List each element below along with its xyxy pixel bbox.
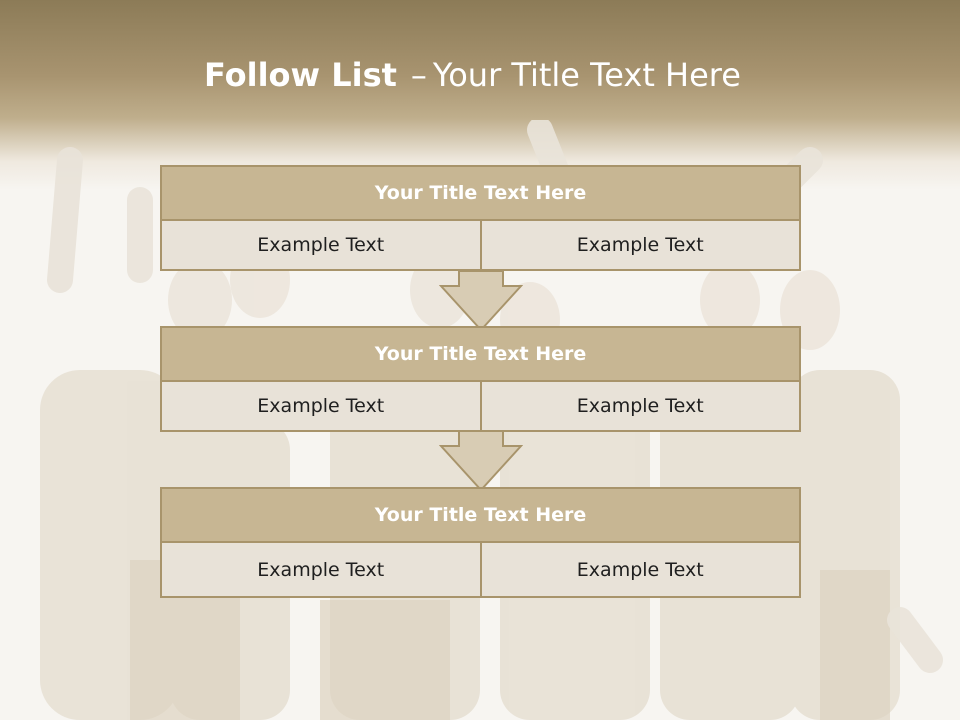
follow-block-3: Your Title Text Here Example Text Exampl… (160, 487, 801, 598)
title-bold-part: Follow List (204, 56, 397, 94)
block-left-cell: Example Text (160, 543, 482, 598)
block-right-cell: Example Text (481, 543, 801, 598)
block-left-cell: Example Text (160, 382, 482, 432)
follow-block-1: Your Title Text Here Example Text Exampl… (160, 165, 801, 271)
title-separator: – (410, 56, 427, 94)
title-rest: Your Title Text Here (432, 56, 741, 94)
down-arrow-icon (439, 270, 523, 332)
down-arrow-icon (439, 430, 523, 492)
block-title: Your Title Text Here (160, 165, 801, 221)
block-title: Your Title Text Here (160, 487, 801, 543)
block-row: Example Text Example Text (160, 221, 801, 271)
block-left-cell: Example Text (160, 221, 482, 271)
block-title: Your Title Text Here (160, 326, 801, 382)
follow-block-2: Your Title Text Here Example Text Exampl… (160, 326, 801, 432)
block-row: Example Text Example Text (160, 382, 801, 432)
block-right-cell: Example Text (481, 221, 801, 271)
slide-title: Follow List–Your Title Text Here (0, 56, 945, 94)
block-right-cell: Example Text (481, 382, 801, 432)
block-row: Example Text Example Text (160, 543, 801, 598)
